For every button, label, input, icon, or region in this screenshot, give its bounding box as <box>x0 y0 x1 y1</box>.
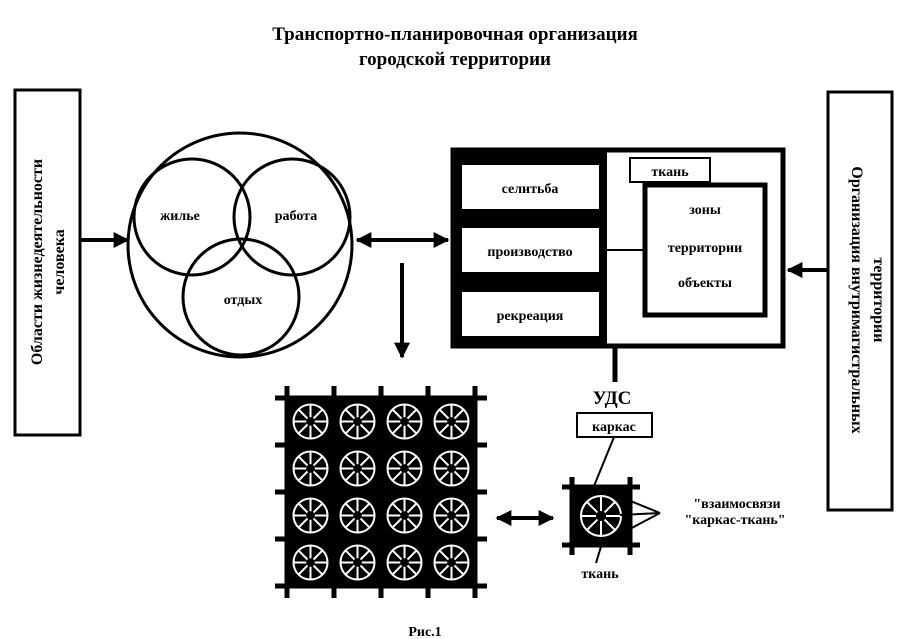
relation-line-2: "каркас-ткань" <box>684 513 785 528</box>
venn-circle-work <box>232 157 352 277</box>
inner-territories-line-2: территории <box>870 258 887 343</box>
grid-cell <box>386 403 423 440</box>
territory-zones-box <box>642 182 768 318</box>
street-network-grid <box>275 386 487 598</box>
grid-cell <box>292 403 329 440</box>
grid-cell <box>433 450 470 487</box>
fabric-pointer-line <box>595 539 604 564</box>
activities-venn <box>126 131 354 359</box>
grid-cell <box>339 497 376 534</box>
venn-circle-rest <box>181 237 301 357</box>
grid-cell <box>339 450 376 487</box>
grid-cell <box>292 450 329 487</box>
relation-pointer-1 <box>627 499 661 514</box>
relation-pointer-2 <box>619 512 661 516</box>
zone-production-label: производство <box>487 245 572 260</box>
figure-caption: Рис.1 <box>408 625 441 639</box>
grid-cell <box>433 497 470 534</box>
frame-tag <box>576 412 653 438</box>
grid-cell <box>339 544 376 581</box>
network-module <box>562 477 640 555</box>
title-line-2: городской территории <box>359 49 551 70</box>
zone-residential-label: селитьба <box>502 182 559 197</box>
grid-cell <box>580 495 622 537</box>
relation-pointer-3 <box>627 512 661 531</box>
venn-outer-circle <box>126 131 354 359</box>
zone-production-box <box>462 228 599 272</box>
relation-line-1: "взаимосвязи <box>693 497 780 512</box>
venn-label-living: жилье <box>160 209 200 224</box>
grid-cell <box>292 544 329 581</box>
grid-cell <box>339 403 376 440</box>
fabric-tag-label: ткань <box>651 165 689 180</box>
life-areas-line-1: Области жизнедеятельности <box>29 159 46 365</box>
venn-circle-living <box>132 157 252 277</box>
frame-pointer-line <box>593 436 615 487</box>
grid-cell <box>386 450 423 487</box>
grid-cell <box>433 544 470 581</box>
venn-label-rest: отдых <box>224 293 263 308</box>
venn-label-work: работа <box>275 209 317 224</box>
title-line-1: Транспортно-планировочная организация <box>272 24 638 45</box>
life-areas-line-2: человека <box>51 229 68 294</box>
uds-label: УДС <box>593 388 632 409</box>
grid-cell <box>292 497 329 534</box>
territory-line-3: объекты <box>678 276 732 291</box>
grid-cell <box>433 403 470 440</box>
inner-territories-box: Организация внутримагистральных территор… <box>826 90 894 512</box>
grid-cell <box>386 544 423 581</box>
grid-cell <box>386 497 423 534</box>
fabric-module-label: ткань <box>581 567 619 582</box>
zone-residential-box <box>462 165 599 209</box>
zone-recreation-label: рекреация <box>497 309 564 324</box>
territory-line-1: зоны <box>689 203 721 218</box>
frame-tag-label: каркас <box>592 420 636 435</box>
territory-line-2: территории <box>668 241 742 256</box>
inner-territories-line-1: Организация внутримагистральных <box>848 166 865 433</box>
zone-recreation-box <box>462 292 599 336</box>
life-areas-box: Области жизнедеятельности человека <box>13 88 82 437</box>
zones-box: селитьба производство рекреация ткань зо… <box>450 147 786 349</box>
fabric-tag <box>629 157 711 183</box>
